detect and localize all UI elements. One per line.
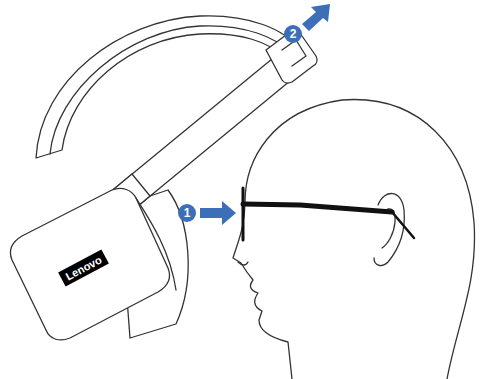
glasses: [243, 188, 414, 240]
arrow-1: [200, 201, 236, 225]
direction-arrows: [200, 4, 330, 225]
strap-buckle-slot: [282, 40, 306, 66]
ear: [374, 194, 404, 266]
head-outline: [233, 100, 475, 379]
visor-housing: [10, 188, 169, 340]
nostril: [238, 262, 248, 265]
callout-number: 2: [284, 25, 302, 43]
arrow-2: [302, 4, 330, 31]
visor-side: [136, 198, 176, 290]
callout-number: 1: [178, 204, 196, 222]
